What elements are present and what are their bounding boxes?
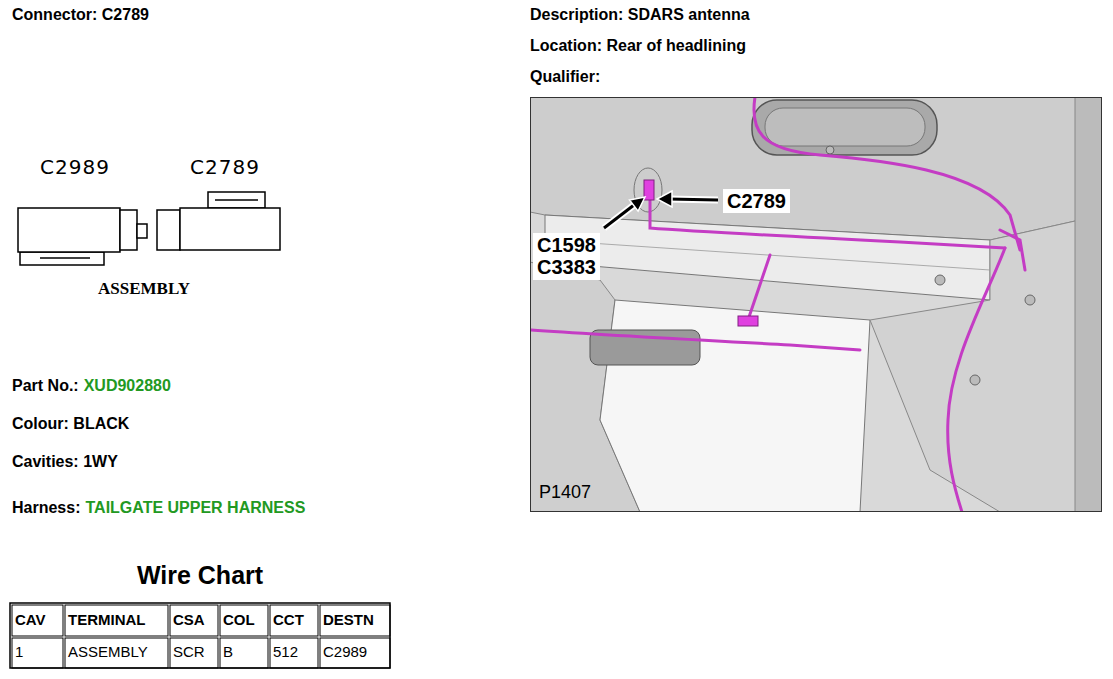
table-cell-border bbox=[220, 638, 268, 668]
callout-arrowhead bbox=[630, 197, 646, 211]
table-cell-border bbox=[12, 605, 63, 636]
callout-arrowhead bbox=[657, 191, 672, 207]
part-number: XUD902880 bbox=[84, 377, 171, 395]
harness-wire bbox=[650, 200, 1005, 248]
qualifier-field: Qualifier: bbox=[530, 68, 600, 86]
table-header: COL bbox=[223, 611, 255, 628]
harness-wire bbox=[531, 98, 1025, 511]
callout-arrow bbox=[604, 191, 718, 228]
callout-box: C1598 C3383 bbox=[533, 233, 600, 280]
connector-callout: C1598 C3383 bbox=[537, 234, 596, 279]
table-cell: B bbox=[223, 643, 233, 660]
harness-wire bbox=[748, 255, 770, 320]
connector-latch bbox=[208, 192, 265, 208]
roof-panel bbox=[531, 98, 1101, 240]
connector-callout: C2789 bbox=[727, 190, 786, 212]
roof-illustration bbox=[531, 98, 1101, 511]
table-cell: C2989 bbox=[323, 643, 367, 660]
connector-body bbox=[180, 208, 280, 250]
table-cell-border bbox=[65, 605, 168, 636]
table-cell-border bbox=[12, 638, 63, 668]
connector-front bbox=[157, 210, 180, 250]
table-header: CAV bbox=[15, 611, 46, 628]
rear-pillar bbox=[870, 215, 1101, 511]
harness-name: TAILGATE UPPER HARNESS bbox=[85, 499, 305, 517]
table-border bbox=[10, 603, 390, 668]
table-cell-border bbox=[320, 605, 390, 636]
callout-arrow bbox=[668, 199, 718, 200]
callout-arrow bbox=[604, 205, 634, 228]
table-header: TERMINAL bbox=[68, 611, 146, 628]
table-header: CSA bbox=[173, 611, 205, 628]
connector-id: C2789 bbox=[190, 156, 260, 179]
fixing-bolt bbox=[1025, 295, 1035, 305]
table-cell: 1 bbox=[15, 643, 23, 660]
table-header: CCT bbox=[273, 611, 304, 628]
connector-latch bbox=[40, 257, 90, 259]
table-header: DESTN bbox=[323, 611, 374, 628]
table-cell-border bbox=[270, 638, 318, 668]
connector-id: C2989 bbox=[40, 156, 110, 179]
cavities-field: Cavities: 1WY bbox=[12, 453, 118, 471]
connector-pin bbox=[137, 224, 147, 238]
harness-wire bbox=[754, 98, 1020, 250]
fixing-bolt bbox=[970, 375, 980, 385]
figure-number: P1407 bbox=[539, 482, 591, 502]
callout-box: C2789 bbox=[723, 189, 790, 213]
table-cell-border bbox=[320, 638, 390, 668]
table-cell-border bbox=[170, 638, 218, 668]
harness-wire bbox=[1000, 230, 1025, 270]
connector-neck bbox=[120, 210, 137, 250]
callout-arrow bbox=[668, 199, 718, 200]
field-label: Part No.: bbox=[12, 377, 79, 395]
fixing-bolt bbox=[826, 146, 834, 154]
table-cell-border bbox=[220, 605, 268, 636]
field-label: Harness: bbox=[12, 499, 80, 517]
rear-pillar-edge bbox=[1075, 98, 1101, 511]
table-title: Wire Chart bbox=[137, 561, 263, 590]
harness-wire bbox=[948, 248, 1005, 511]
location-field: Location: Rear of headlining bbox=[530, 37, 746, 55]
assembly-caption: ASSEMBLY bbox=[98, 279, 190, 299]
fixing-bolt bbox=[935, 275, 945, 285]
connector-heading: Connector: C2789 bbox=[12, 6, 149, 24]
table-cell: 512 bbox=[273, 643, 298, 660]
colour-field: Colour: BLACK bbox=[12, 415, 129, 433]
table-cell-border bbox=[65, 638, 168, 668]
photo-ground bbox=[531, 98, 1101, 511]
harness-wire bbox=[531, 330, 860, 350]
callout-arrow bbox=[604, 205, 634, 228]
roof-bow bbox=[545, 215, 990, 300]
connector-drawing bbox=[18, 192, 280, 265]
description-field: Description: SDARS antenna bbox=[530, 6, 750, 24]
table-cell: SCR bbox=[173, 643, 205, 660]
table-cell-border bbox=[270, 605, 318, 636]
connector-latch bbox=[20, 252, 104, 265]
roof-opening bbox=[765, 108, 925, 146]
harness-clip bbox=[738, 316, 758, 326]
connector-latch bbox=[215, 199, 258, 201]
connector-body bbox=[18, 208, 120, 252]
table-cell: ASSEMBLY bbox=[68, 643, 148, 660]
photo-frame: P1407 C2789C1598 C3383 bbox=[530, 97, 1102, 512]
table-cell-border bbox=[170, 605, 218, 636]
